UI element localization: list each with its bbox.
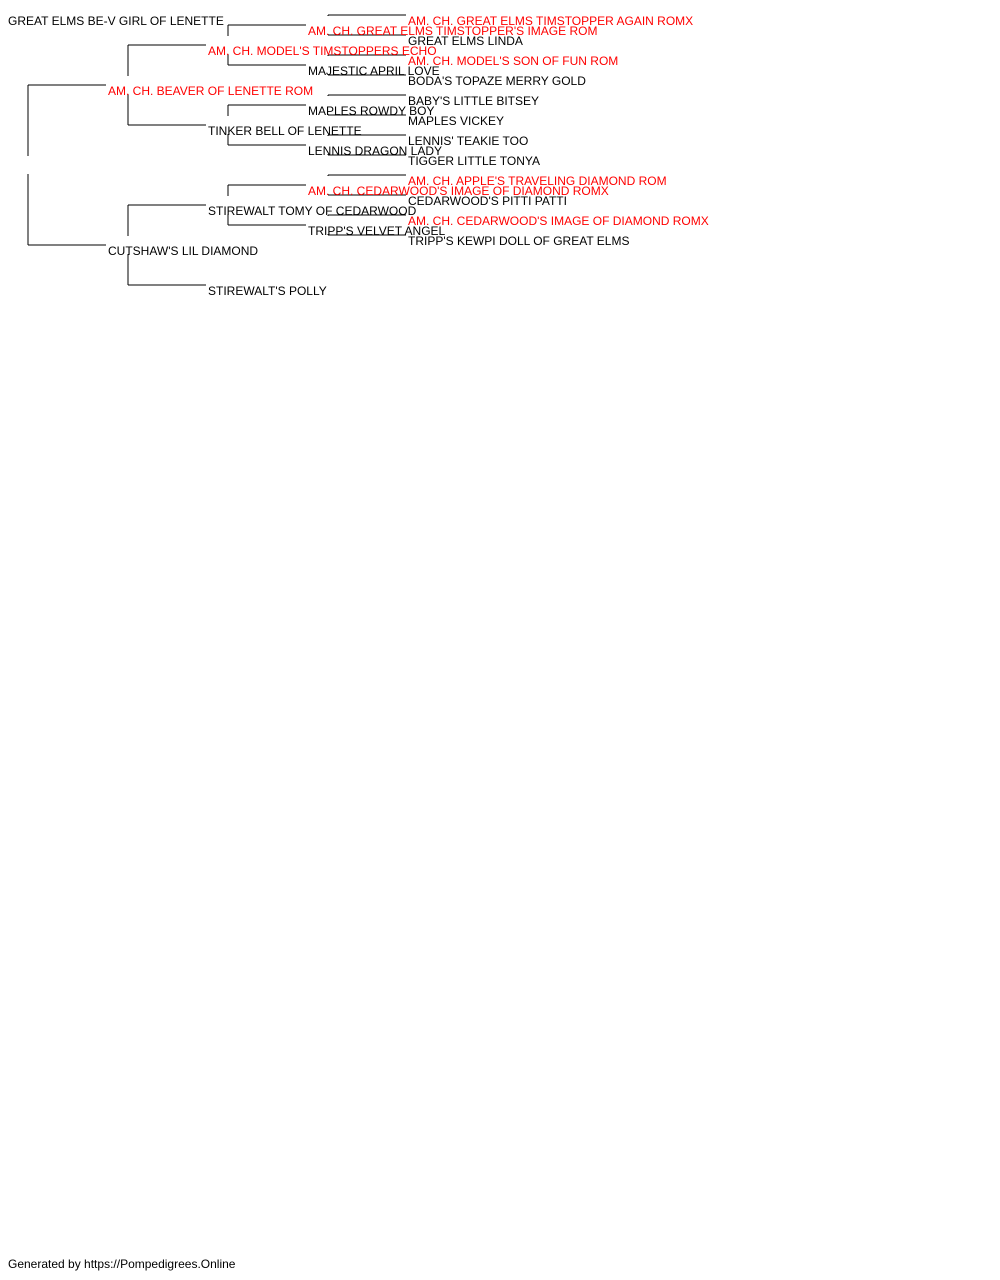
ancestor-name: AM. CH. GREAT ELMS TIMSTOPPER AGAIN ROMX xyxy=(408,14,694,28)
ancestor-name: STIREWALT TOMY OF CEDARWOOD xyxy=(208,204,417,218)
footer-credit: Generated by https://Pompedigrees.Online xyxy=(8,1257,236,1271)
ancestor-name: AM. CH. CEDARWOOD'S IMAGE OF DIAMOND ROM… xyxy=(408,214,709,228)
ancestor-name: BABY'S LITTLE BITSEY xyxy=(408,94,540,108)
ancestor-name: LENNIS' TEAKIE TOO xyxy=(408,134,529,148)
ancestor-name: AM. CH. BEAVER OF LENETTE ROM xyxy=(108,84,314,98)
ancestor-name: BODA'S TOPAZE MERRY GOLD xyxy=(408,74,586,88)
ancestor-name: AM. CH. GREAT ELMS TIMSTOPPER'S IMAGE RO… xyxy=(308,24,598,38)
ancestor-name: AM. CH. CEDARWOOD'S IMAGE OF DIAMOND ROM… xyxy=(308,184,609,198)
ancestor-name: LENNIS DRAGON LADY xyxy=(308,144,443,158)
ancestor-name: AM. CH. MODEL'S TIMSTOPPERS ECHO xyxy=(208,44,437,58)
ancestor-name: TIGGER LITTLE TONYA xyxy=(408,154,541,168)
ancestor-name: STIREWALT'S POLLY xyxy=(208,284,327,298)
ancestor-name: CUTSHAW'S LIL DIAMOND xyxy=(108,244,259,258)
ancestor-name: MAPLES ROWDY BOY xyxy=(308,104,435,118)
ancestor-name: MAJESTIC APRIL LOVE xyxy=(308,64,440,78)
ancestor-name: TINKER BELL OF LENETTE xyxy=(208,124,362,138)
ancestor-name: AM. CH. MODEL'S SON OF FUN ROM xyxy=(408,54,619,68)
ancestor-name: MAPLES VICKEY xyxy=(408,114,505,128)
ancestor-name: AM. CH. APPLE'S TRAVELING DIAMOND ROM xyxy=(408,174,667,188)
ancestor-name: CEDARWOOD'S PITTI PATTI xyxy=(408,194,567,208)
ancestor-name: GREAT ELMS LINDA xyxy=(408,34,523,48)
ancestor-name: TRIPP'S VELVET ANGEL xyxy=(308,224,446,238)
subject-name: GREAT ELMS BE-V GIRL OF LENETTE xyxy=(8,14,224,28)
ancestor-name: TRIPP'S KEWPI DOLL OF GREAT ELMS xyxy=(408,234,630,248)
